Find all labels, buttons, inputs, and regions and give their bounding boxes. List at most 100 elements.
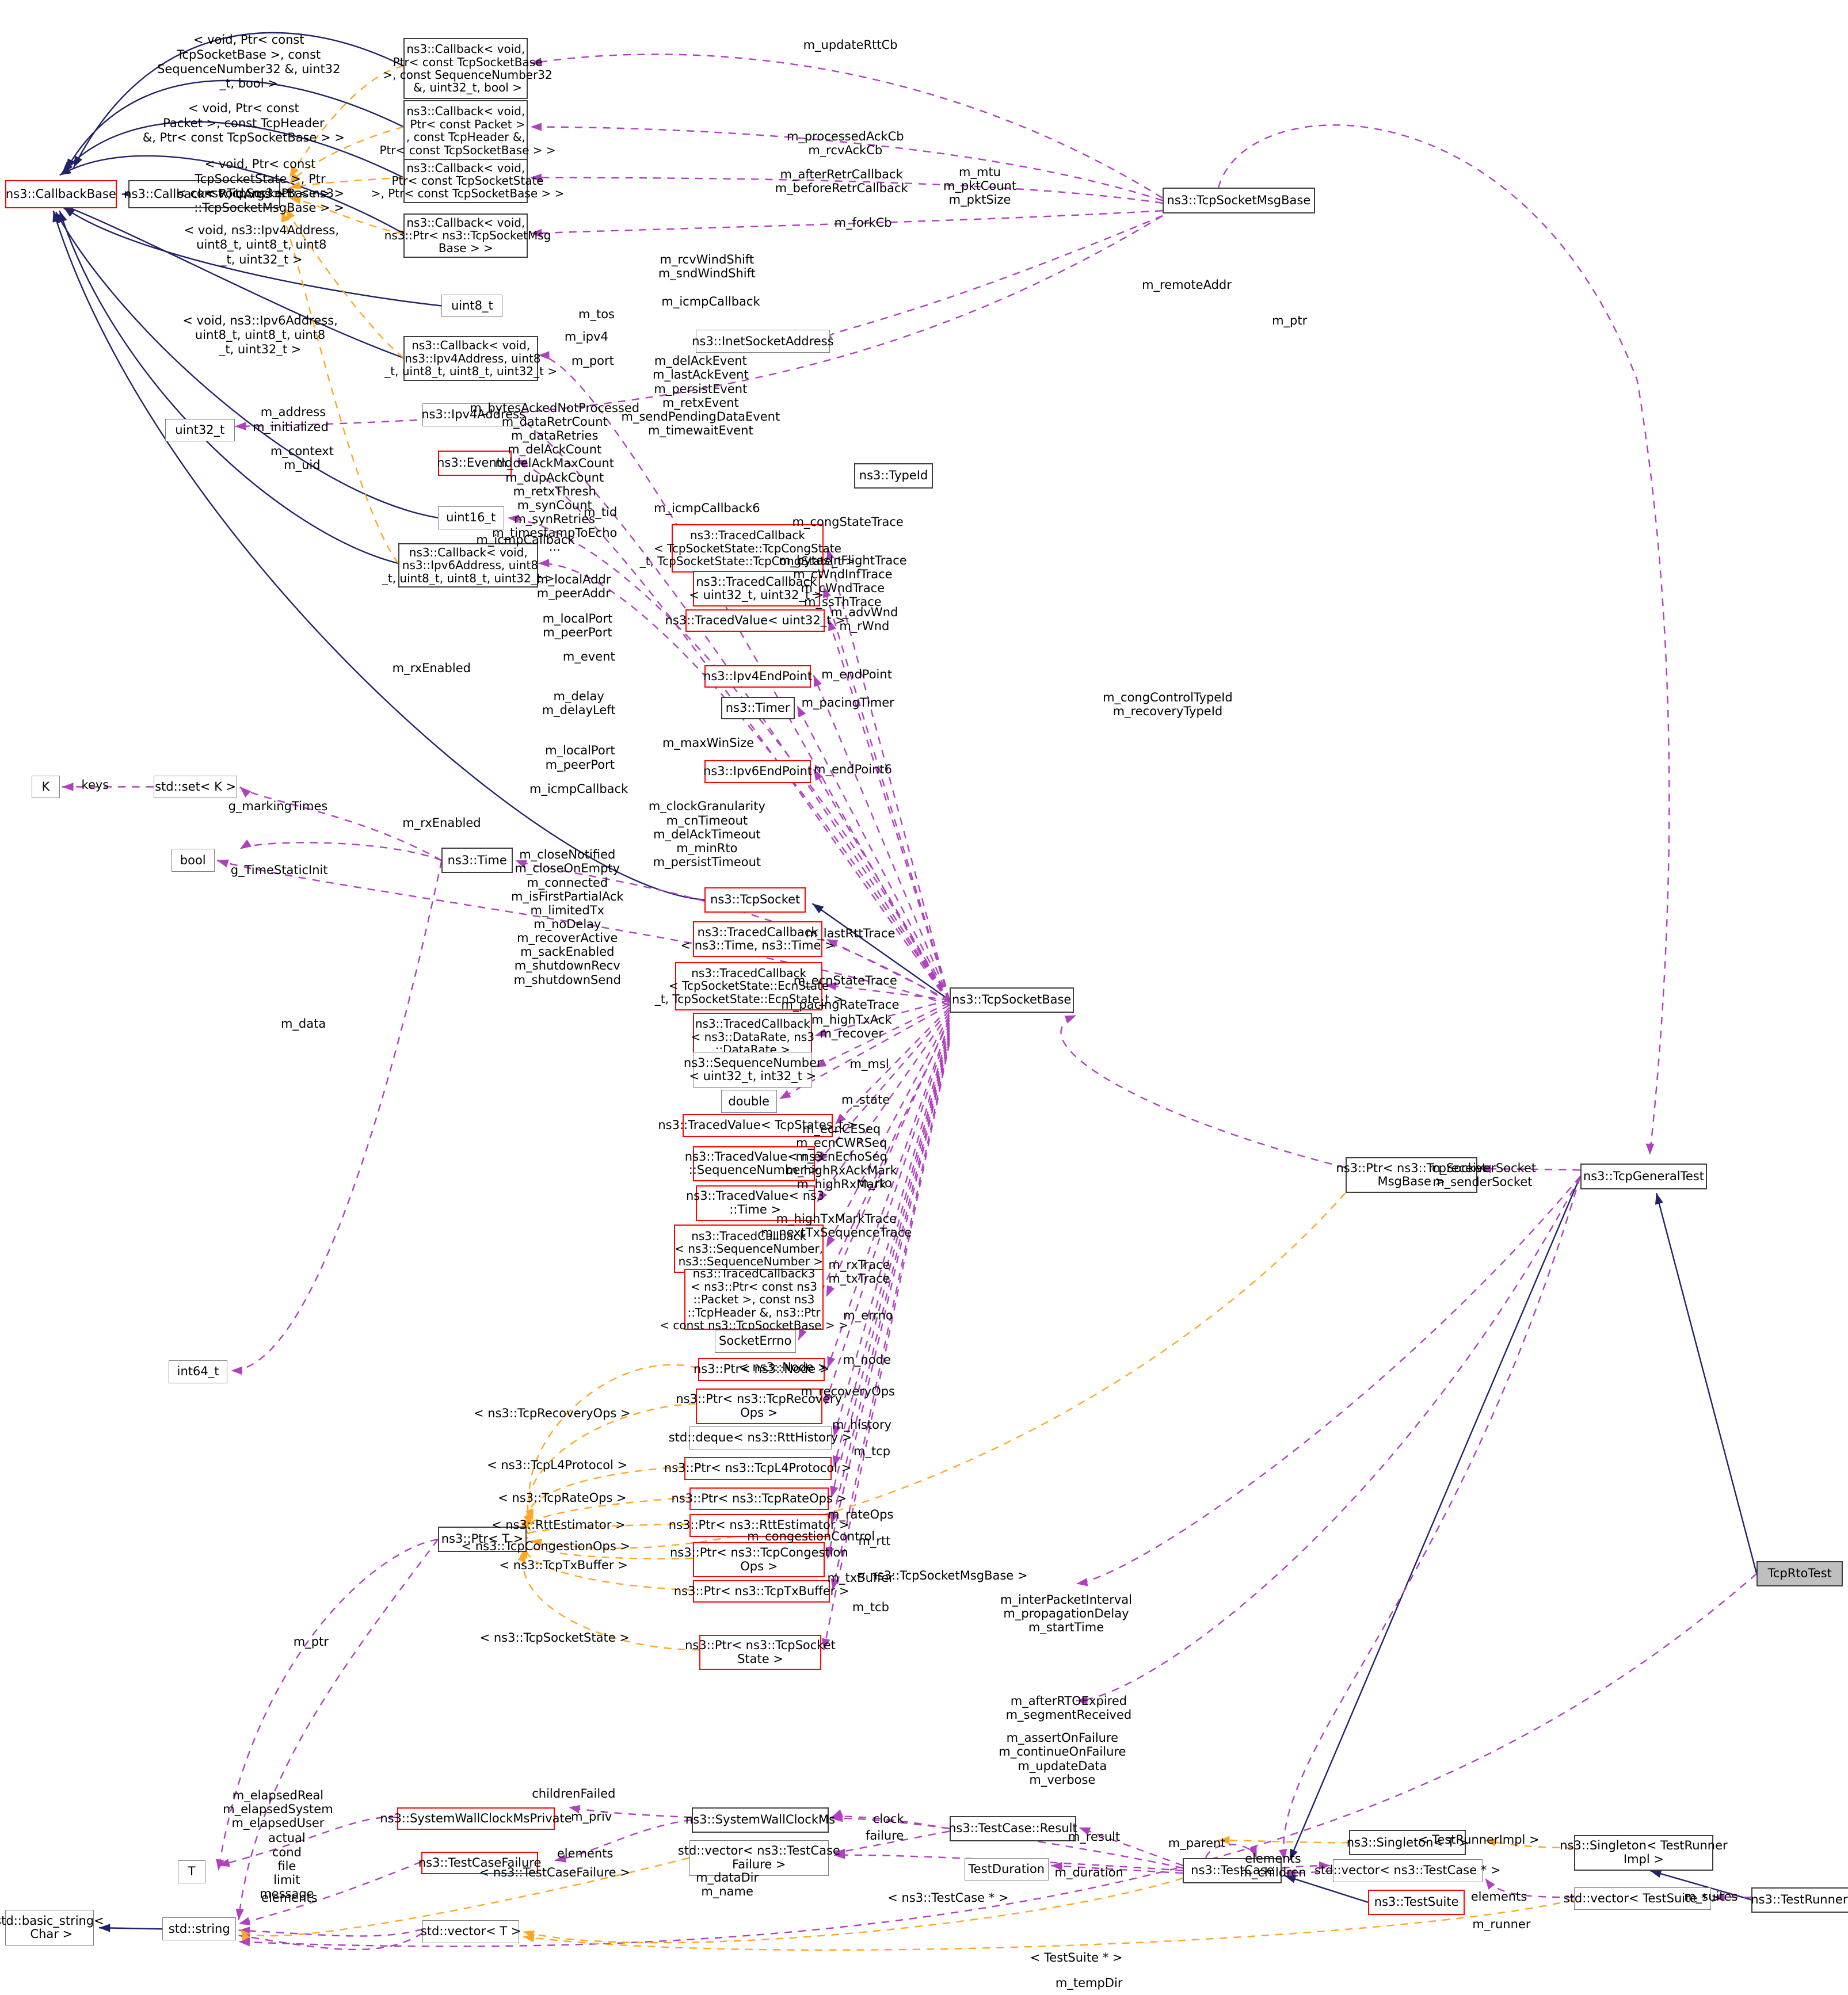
graph-node-vector_t[interactable]: std::vector< T > xyxy=(421,1920,521,1943)
graph-node-testsuite[interactable]: ns3::TestSuite xyxy=(1368,1889,1465,1916)
graph-node-ipv6endpoint[interactable]: ns3::Ipv6EndPoint xyxy=(703,760,812,783)
graph-node-inetsocketaddress[interactable]: ns3::InetSocketAddress xyxy=(692,330,834,353)
edge-label: m_remoteAddr xyxy=(1142,277,1232,292)
graph-node-testrunnerimpl[interactable]: ns3::TestRunnerImpl xyxy=(1751,1887,1848,1913)
edge-label: m_elapsedReal m_elapsedSystem m_elapsedU… xyxy=(223,1788,333,1830)
edge-label: m_ipv4 xyxy=(564,330,608,344)
graph-node-time[interactable]: ns3::Time xyxy=(441,848,513,873)
graph-node-singleton_t[interactable]: ns3::Singleton< T > xyxy=(1347,1830,1469,1856)
graph-node-ptr_txbuffer[interactable]: ns3::Ptr< ns3::TcpTxBuffer > xyxy=(674,1580,849,1603)
edge-label: keys xyxy=(81,777,109,792)
graph-node-seqnum[interactable]: ns3::SequenceNumber < uint32_t, int32_t … xyxy=(684,1052,822,1088)
edge-label: m_congControlTypeId m_recoveryTypeId xyxy=(1103,690,1233,718)
edge-label: m_rxEnabled xyxy=(402,816,481,830)
edge-label: m_initialized xyxy=(253,420,329,434)
graph-node-uint8_t[interactable]: uint8_t xyxy=(441,294,503,318)
graph-node-ptr_tcpsocketstate[interactable]: ns3::Ptr< ns3::TcpSocket State > xyxy=(685,1634,836,1670)
graph-node-cb_ipv6addr[interactable]: ns3::Callback< void, ns3::Ipv6Address, u… xyxy=(382,543,555,588)
template-parameter-label: < TestSuite * > xyxy=(1030,1950,1123,1965)
graph-node-cb_tss_tsb[interactable]: ns3::Callback< void, Ptr< const TcpSocke… xyxy=(371,158,564,203)
edge-label: elements xyxy=(557,1846,614,1860)
graph-node-int64_t[interactable]: int64_t xyxy=(169,1360,227,1383)
edge-label: m_clockGranularity m_cnTimeout m_delAckT… xyxy=(648,799,765,869)
graph-node-ptr_t[interactable]: ns3::Ptr< T > xyxy=(437,1527,527,1552)
graph-node-testcasefailure[interactable]: ns3::TestCaseFailure xyxy=(418,1851,541,1875)
graph-node-ptr_tsmb[interactable]: ns3::Ptr< ns3::TcpSocket MsgBase > xyxy=(1336,1157,1487,1193)
graph-node-ipv4endpoint[interactable]: ns3::Ipv4EndPoint xyxy=(703,665,812,688)
graph-node-tv_tcpstates[interactable]: ns3::TracedValue< TcpStates_t > xyxy=(658,1114,858,1138)
edge-label: m_congestionControl xyxy=(747,1529,875,1543)
graph-node-vec_testsuite_ptr[interactable]: std::vector< TestSuite * > xyxy=(1564,1887,1721,1910)
graph-node-cb_ptr_msgbase[interactable]: ns3::Callback< void, ns3::Ptr< ns3::TcpS… xyxy=(384,213,551,258)
edge-label: m_ptr xyxy=(1272,313,1308,327)
graph-node-tv_uint32[interactable]: ns3::TracedValue< uint32_t > xyxy=(665,609,845,632)
graph-node-tc_ecn[interactable]: ns3::TracedCallback < TcpSocketState::Ec… xyxy=(655,962,843,1010)
edge-label: m_assertOnFailure m_continueOnFailure m_… xyxy=(999,1731,1126,1787)
edge-label: m_delAckEvent m_lastAckEvent m_persistEv… xyxy=(621,354,780,438)
graph-node-set_k[interactable]: std::set< K > xyxy=(153,775,238,799)
graph-node-cb_tsb_seq[interactable]: ns3::Callback< void, Ptr< const TcpSocke… xyxy=(383,38,553,100)
graph-node-cb_pkt_hdr[interactable]: ns3::Callback< void, Ptr< const Packet >… xyxy=(379,100,556,162)
graph-node-k[interactable]: K xyxy=(32,775,60,799)
edge-label: m_rxTrace m_txTrace xyxy=(828,1257,890,1286)
graph-node-tv_seqnum[interactable]: ns3::TracedValue< ns3 ::SequenceNumber > xyxy=(685,1146,823,1182)
graph-node-ipv4address[interactable]: ns3::Ipv4Address xyxy=(421,403,525,427)
edge-label: m_tempDir xyxy=(1055,1975,1123,1990)
edge-label: m_receiverSocket m_senderSocket xyxy=(1428,1161,1537,1189)
graph-node-syswallclockms[interactable]: ns3::SystemWallClockMs xyxy=(685,1807,835,1833)
graph-node-tcpgeneraltest[interactable]: ns3::TcpGeneralTest xyxy=(1580,1164,1708,1189)
graph-node-tc_congstate[interactable]: ns3::TracedCallback < TcpSocketState::Tc… xyxy=(640,524,855,573)
graph-node-tv_time[interactable]: ns3::TracedValue< ns3 ::Time > xyxy=(686,1185,824,1221)
graph-node-singleton_trimpl[interactable]: ns3::Singleton< TestRunner Impl > xyxy=(1560,1835,1728,1871)
graph-node-eventid[interactable]: ns3::EventId xyxy=(437,450,513,476)
edge-label: m_pacingTimer xyxy=(801,695,894,709)
graph-node-vec_testcasefailure[interactable]: std::vector< ns3::TestCase Failure > xyxy=(678,1840,840,1876)
graph-node-tc_time[interactable]: ns3::TracedCallback < ns3::Time, ns3::Ti… xyxy=(681,921,835,957)
graph-node-basic_string[interactable]: std::basic_string< Char > xyxy=(0,1910,104,1946)
edge-label: m_duration xyxy=(1054,1866,1123,1880)
edge-label: m_closeNotified m_closeOnEmpty m_connect… xyxy=(510,848,624,987)
graph-node-deque_rtthistory[interactable]: std::deque< ns3::RttHistory > xyxy=(669,1426,852,1449)
graph-node-tcpsocket[interactable]: ns3::TcpSocket xyxy=(704,887,806,913)
graph-node-testduration[interactable]: TestDuration xyxy=(965,1857,1049,1881)
edge-label: m_state xyxy=(841,1092,890,1107)
edge-label: m_port xyxy=(571,354,614,368)
edge-label: g_markingTimes xyxy=(228,799,328,814)
edge-label: m_suites xyxy=(1684,1889,1738,1904)
edge-label: m_advWnd m_rWnd xyxy=(830,605,898,634)
graph-node-tc_seqnum[interactable]: ns3::TracedCallback < ns3::SequenceNumbe… xyxy=(674,1225,824,1273)
graph-node-uint16_t[interactable]: uint16_t xyxy=(437,506,504,529)
graph-node-testcase_result[interactable]: ns3::TestCase::Result xyxy=(948,1816,1077,1842)
graph-node-callbackbase[interactable]: ns3::CallbackBase xyxy=(5,180,117,208)
graph-node-socketerrno[interactable]: SocketErrno xyxy=(714,1330,796,1353)
graph-node-testcase[interactable]: ns3::TestCase xyxy=(1183,1857,1282,1883)
edge-label: m_rateOps xyxy=(828,1508,894,1522)
graph-node-double[interactable]: double xyxy=(721,1090,777,1113)
graph-node-ptr_rttest[interactable]: ns3::Ptr< ns3::RttEstimator > xyxy=(669,1514,849,1537)
template-parameter-label: < ns3::TcpSocketState > xyxy=(479,1631,630,1645)
graph-node-vec_testcase_ptr[interactable]: std::vector< ns3::TestCase * > xyxy=(1314,1859,1500,1882)
graph-node-ptr_recoveryops[interactable]: ns3::Ptr< ns3::TcpRecovery Ops > xyxy=(676,1388,842,1424)
graph-node-callback_r_uargs[interactable]: ns3::Callback< R, UArgs > xyxy=(124,180,285,208)
edge-label: m_delay m_delayLeft xyxy=(542,689,616,717)
template-parameter-label: < ns3::TcpCongestionOps > xyxy=(461,1539,631,1554)
graph-node-timer[interactable]: ns3::Timer xyxy=(721,696,795,720)
edge-label: m_interPacketInterval m_propagationDelay… xyxy=(1000,1592,1133,1635)
graph-node-syswallclockms_priv[interactable]: ns3::SystemWallClockMsPrivate xyxy=(380,1807,572,1830)
graph-node-tsmb[interactable]: ns3::TcpSocketMsgBase xyxy=(1163,188,1315,213)
edge-label: m_afterRetrCallback m_beforeRetrCallback xyxy=(775,167,908,196)
graph-node-tcprtotest[interactable]: TcpRtoTest xyxy=(1756,1561,1843,1586)
graph-node-t_node[interactable]: T xyxy=(177,1860,206,1883)
graph-node-typeid[interactable]: ns3::TypeId xyxy=(854,463,933,489)
graph-node-tc_pkt3[interactable]: ns3::TracedCallback3 < ns3::Ptr< const n… xyxy=(660,1267,848,1332)
graph-node-ptr_congops[interactable]: ns3::Ptr< ns3::TcpCongestion Ops > xyxy=(670,1542,848,1578)
graph-node-cb_ipv4addr[interactable]: ns3::Callback< void, ns3::Ipv4Address, u… xyxy=(384,336,557,381)
graph-node-ptr_node[interactable]: ns3::Ptr< ns3::Node > xyxy=(694,1357,829,1381)
graph-node-ptr_tcpl4[interactable]: ns3::Ptr< ns3::TcpL4Protocol > xyxy=(664,1456,851,1480)
graph-node-string[interactable]: std::string xyxy=(162,1917,237,1941)
graph-node-bool[interactable]: bool xyxy=(171,849,215,872)
graph-node-uint32_t[interactable]: uint32_t xyxy=(165,418,235,442)
graph-node-ptr_rateops[interactable]: ns3::Ptr< ns3::TcpRateOps > xyxy=(671,1487,847,1510)
graph-node-tcpsocketbase[interactable]: ns3::TcpSocketBase xyxy=(949,987,1074,1013)
